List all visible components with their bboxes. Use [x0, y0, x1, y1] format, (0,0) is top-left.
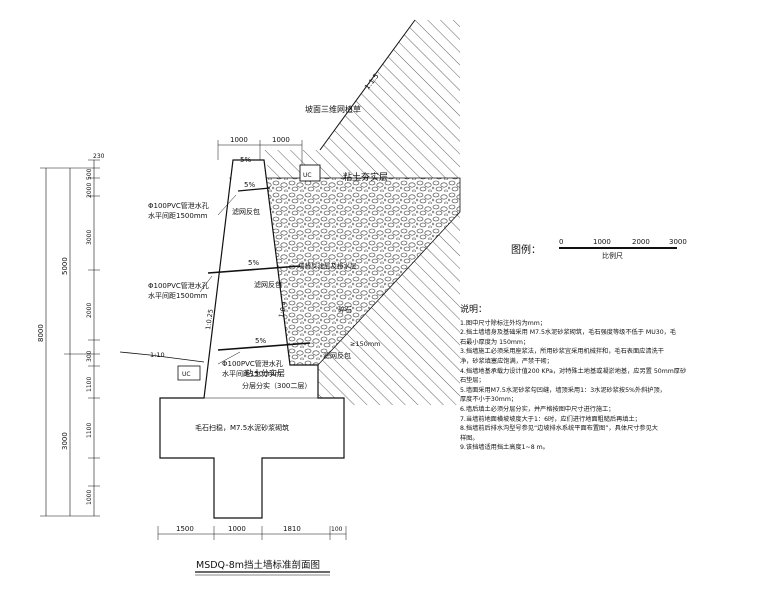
pct-label-1: 5%: [240, 156, 251, 164]
dim-left-inner-8: 1000: [86, 490, 93, 505]
note-line: 7.当墙前地面横坡坡度大于1：6时，应们进行地面粗糙后再填土；: [460, 415, 641, 423]
left-dimension: 8000 5000 3000 230 500 2000 3000 2000 30…: [37, 153, 105, 517]
legend-unit: 比例尺: [602, 252, 623, 260]
drain-pipe-top: [237, 187, 271, 192]
note-line: 石垫层；: [460, 377, 485, 385]
dim-left-inner-1: 500: [86, 168, 93, 180]
drain-pipe-1: [207, 265, 301, 274]
uc-label-top: UC: [303, 172, 312, 179]
clay-layer-label: 粘土夯实层: [343, 171, 388, 183]
drain-pipe-2: [217, 342, 311, 351]
ground-line-left: [119, 351, 205, 363]
pipe-label-1: Φ100PVC管泄水孔: [148, 201, 209, 210]
note-line: 石最小厚度为 150mm；: [460, 338, 530, 346]
note-line: 净，砂浆填塞应饱满，严禁干砌；: [460, 357, 553, 365]
dim-left-inner-7: 1100: [86, 423, 93, 438]
note-line: 2.挡土墙墙身及基础采用 M7.5水泥砂浆砌筑，毛石强度等级不低于 MU30，毛: [460, 329, 677, 337]
note-line: 1.图中尺寸除标注外均为mm；: [460, 319, 547, 327]
gravel-label: 碎石: [338, 305, 352, 314]
pipe-spacing-2: 水平间距1500mm: [148, 291, 208, 300]
filter-label-1: 滤网反包: [232, 207, 260, 216]
note-line: 5.墙面采用M7.5水泥砂浆勾凹缝，墙顶采用1：3水泥砂浆按5%外斜护顶，: [460, 386, 666, 394]
note-line: 9.该挡墙适用挡土高度1~8 m。: [460, 444, 549, 452]
legend-tick-3: 3000: [669, 238, 687, 246]
slope-planting-label: 坡面三维网植草: [305, 104, 361, 114]
legend-title: 图例：: [511, 245, 541, 256]
legend-tick-0: 0: [559, 238, 564, 246]
slope-face-label: 1:0.25: [204, 309, 215, 331]
dim-top-1: 1000: [272, 136, 290, 144]
dim-left-inner-2: 2000: [86, 183, 93, 198]
foundation-note-label: 毛石扫稳，M7.5水泥砂浆砌筑: [195, 423, 289, 432]
notes-block: 说明： 1.图中尺寸除标注外均为mm； 2.挡土墙墙身及基础采用 M7.5水泥砂…: [460, 305, 760, 453]
dim-left-mid-1: 3000: [61, 432, 69, 450]
note-line: 6.墙后填土必须分层分实，并严格按图中尺寸进行施工；: [460, 405, 615, 413]
dim-bottom-3: 100: [331, 526, 343, 533]
filter-label-2: 滤网反包: [254, 280, 282, 289]
dim-left-inner-3: 3000: [86, 230, 93, 245]
dim-top-0: 1000: [230, 136, 248, 144]
leader-pipe-2: [199, 275, 213, 293]
filter-label-3: 滤网反包: [323, 351, 351, 360]
legend-scale-bar: [559, 247, 677, 249]
dim-left-inner-0: 230: [93, 153, 105, 160]
note-line: 4.挡墙地基承载力设计值200 KPa，对特殊土地基或凝淤地基，应另置 50mm…: [460, 367, 687, 375]
pct-label-3: 5%: [248, 259, 259, 267]
toe-drain: [177, 365, 201, 381]
bottom-dimension: 1500 1000 1810 100: [157, 525, 347, 540]
pct-label-4: 5%: [255, 337, 266, 345]
note-line: 8.挡墙前后排水沟型号参见“边坡排水系统平面布置图”，具体尺寸参见大: [460, 425, 658, 433]
top-gutter: [299, 164, 321, 182]
mid-note-label: 墙背反滤层及排水层: [298, 261, 357, 270]
dim-left-outer-0: 8000: [37, 324, 45, 342]
slope-back-label: 1:0.4: [277, 300, 288, 318]
dim-bottom-2: 1810: [283, 525, 301, 533]
dim-left-inner-6: 1100: [86, 377, 93, 392]
note-line: 厚度不小于30mm；: [460, 396, 518, 404]
dim-left-mid-0: 5000: [61, 257, 69, 275]
dim-left-inner-5: 300: [86, 350, 93, 362]
dim-left-inner-4: 2000: [86, 303, 93, 318]
pipe-label-2: Φ100PVC管泄水孔: [148, 281, 209, 290]
notes-title: 说明：: [460, 305, 488, 315]
note-line: 3.挡墙施工必须采用座浆法，所用砂浆宜采用机械拌和，毛石表面应清洗干: [460, 348, 664, 356]
ground-slope-label: 1:10: [150, 351, 165, 359]
top-dimension: 1000 1000: [217, 136, 303, 165]
legend-tick-1: 1000: [593, 238, 611, 246]
leader-pipe-1: [217, 194, 237, 216]
pipe-spacing-3: 水平间距1500mm: [222, 369, 282, 378]
leader-pipe-3: [217, 351, 241, 365]
dim-bottom-1: 1000: [228, 525, 246, 533]
natural-slope-line: [319, 19, 416, 151]
uc-label-toe: UC: [182, 371, 191, 378]
drawing-title: MSDQ-8m挡土墙标准剖面图: [196, 559, 320, 571]
dim-bottom-0: 1500: [176, 525, 194, 533]
pipe-spacing-1: 水平间距1500mm: [148, 211, 208, 220]
legend-tick-2: 2000: [632, 238, 650, 246]
pipe-label-3: Φ100PVC管泄水孔: [222, 359, 283, 368]
wall-body: [159, 159, 345, 519]
pct-label-2: 5%: [244, 181, 255, 189]
backfill-label: 粘土分实层: [245, 368, 285, 378]
scale-legend: 图例： 0 1000 2000 3000 比例尺: [511, 238, 701, 268]
backfill-sub-label: 分层分实（300二层）: [242, 381, 311, 390]
note-line: 样图。: [460, 434, 479, 442]
ext-note-label: ≥150mm: [350, 340, 381, 348]
